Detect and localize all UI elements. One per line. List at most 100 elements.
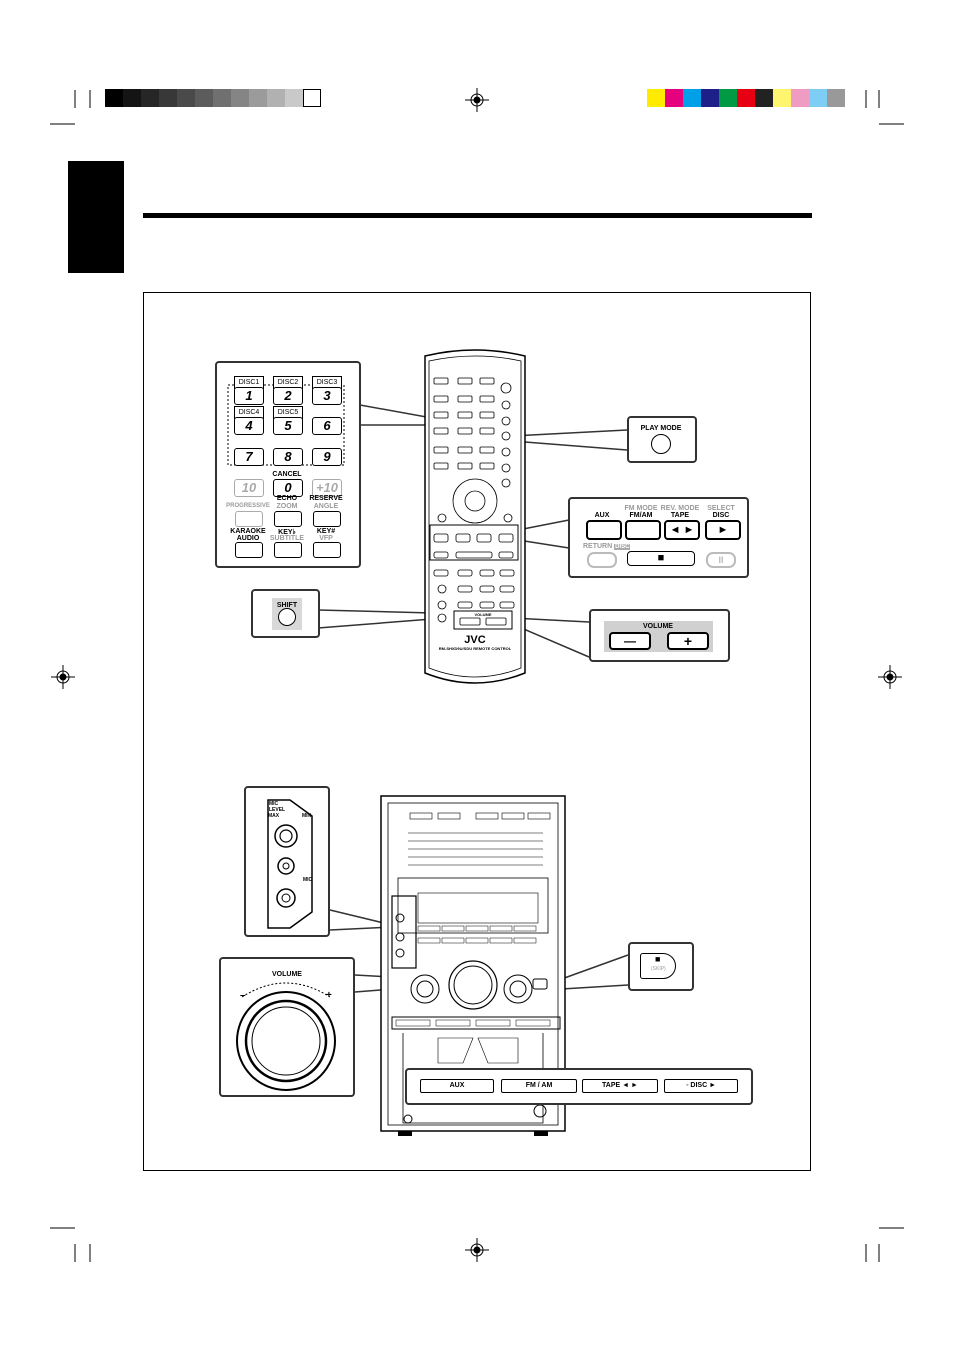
key-10[interactable]: 10 [234,479,264,497]
key-3[interactable]: 3 [312,387,342,405]
karaoke-button[interactable] [235,542,263,558]
grayscale-swatch [123,89,141,107]
audio-label: AUDIO [236,535,260,542]
stop-main-button[interactable] [640,953,676,979]
grayscale-swatch [231,89,249,107]
return-label: RETURN DISC [583,543,631,550]
volume-down-button[interactable]: — [609,632,651,650]
process-color-swatch [683,89,701,107]
main-disc-button[interactable]: ◦ DISC ► [664,1079,738,1093]
shift-button[interactable] [278,608,296,626]
tape-button[interactable]: ◄ ► [664,520,700,540]
key-sharp-label: KEY# [316,528,336,535]
volume-knob-drawing [236,982,336,1091]
key-1[interactable]: 1 [234,387,264,405]
fm-am-label: FM/AM [629,512,653,519]
key-8[interactable]: 8 [273,448,303,466]
figure-frame [143,292,811,1171]
fm-am-button[interactable] [625,520,661,540]
grayscale-swatch [141,89,159,107]
process-color-swatch [755,89,773,107]
pause-button[interactable]: II [706,552,736,568]
process-color-swatch [773,89,791,107]
mic-jack-2[interactable] [277,889,295,907]
main-aux-button[interactable]: AUX [420,1079,494,1093]
process-color-swatch [791,89,809,107]
volume-minus-label: – [240,990,246,1001]
process-color-swatch [701,89,719,107]
grayscale-swatch [105,89,123,107]
section-tab [68,161,124,273]
registration-mark-right [878,665,902,689]
mic-jack-1[interactable] [278,858,294,874]
mic-level-callout [244,786,330,937]
return-disc-badge: DISC [614,544,631,550]
process-color-swatch [665,89,683,107]
remote-model: RM-SHXD9U/SDU REMOTE CONTROL [439,646,512,651]
reserve-label: RESERVE [309,495,343,502]
mic-level-label: MIC LEVEL [269,801,286,813]
key-4[interactable]: 4 [234,417,264,435]
progressive-button[interactable] [235,511,263,527]
main-fm-am-button[interactable]: FM / AM [501,1079,577,1093]
grayscale-swatch [303,89,321,107]
process-color-swatch [737,89,755,107]
disc-button[interactable]: ► [705,520,741,540]
key-5[interactable]: 5 [273,417,303,435]
registration-mark-top [465,88,489,112]
key-flat-label: KEY♭ [278,529,296,536]
stop-button[interactable]: ■ [627,551,695,566]
registration-mark-bottom [465,1238,489,1262]
play-mode-label: PLAY MODE [640,425,682,432]
subtitle-label: SUBTITLE [269,535,305,542]
play-mode-button[interactable] [651,434,671,454]
aux-label: AUX [594,512,610,519]
process-color-swatch [809,89,827,107]
grayscale-swatch [249,89,267,107]
grayscale-swatch [177,89,195,107]
grayscale-swatch [285,89,303,107]
reserve-button[interactable] [313,511,341,527]
process-color-bar [647,89,845,107]
fm-mode-label: FM MODE [624,505,658,512]
key-plus-10[interactable]: +10 [312,479,342,497]
echo-button[interactable] [274,511,302,527]
volume-up-button[interactable]: + [667,632,709,650]
echo-label: ECHO [276,495,298,502]
tape-label: TAPE [670,512,690,519]
rev-mode-label: REV. MODE [660,505,700,512]
key-2[interactable]: 2 [273,387,303,405]
key-6[interactable]: 6 [312,417,342,435]
volume-plus-label: + [326,990,332,1001]
key-7[interactable]: 7 [234,448,264,466]
grayscale-swatch [267,89,285,107]
remote-brand: JVC [464,634,485,646]
zoom-label: ZOOM [276,503,298,510]
stop-main-symbol: ■ [655,954,661,964]
return-button[interactable] [587,552,617,568]
key-0[interactable]: 0 [273,479,303,497]
mic-panel-drawing [267,799,313,929]
progressive-label: PROGRESSIVE [226,503,270,509]
grayscale-swatch [213,89,231,107]
mic-label: MIC [303,877,313,883]
stop-main-sublabel: (SKIP) [651,966,666,972]
key-flat-button[interactable] [274,542,302,558]
key-9[interactable]: 9 [312,448,342,466]
shift-label: SHIFT [276,602,298,609]
max-label: MAX [268,813,280,819]
registration-mark-left [51,665,75,689]
vfp-label: VFP [319,535,333,542]
grayscale-swatch [159,89,177,107]
disc-label: DISC [712,512,730,519]
aux-button[interactable] [586,520,622,540]
return-text: RETURN [583,543,613,550]
mic-level-knob[interactable] [277,826,296,845]
main-tape-button[interactable]: TAPE ◄ ► [582,1079,658,1093]
key-sharp-button[interactable] [313,542,341,558]
process-color-swatch [827,89,845,107]
cancel-label: CANCEL [272,471,302,478]
header-rule [143,213,812,218]
volume-knob[interactable] [246,1001,326,1081]
